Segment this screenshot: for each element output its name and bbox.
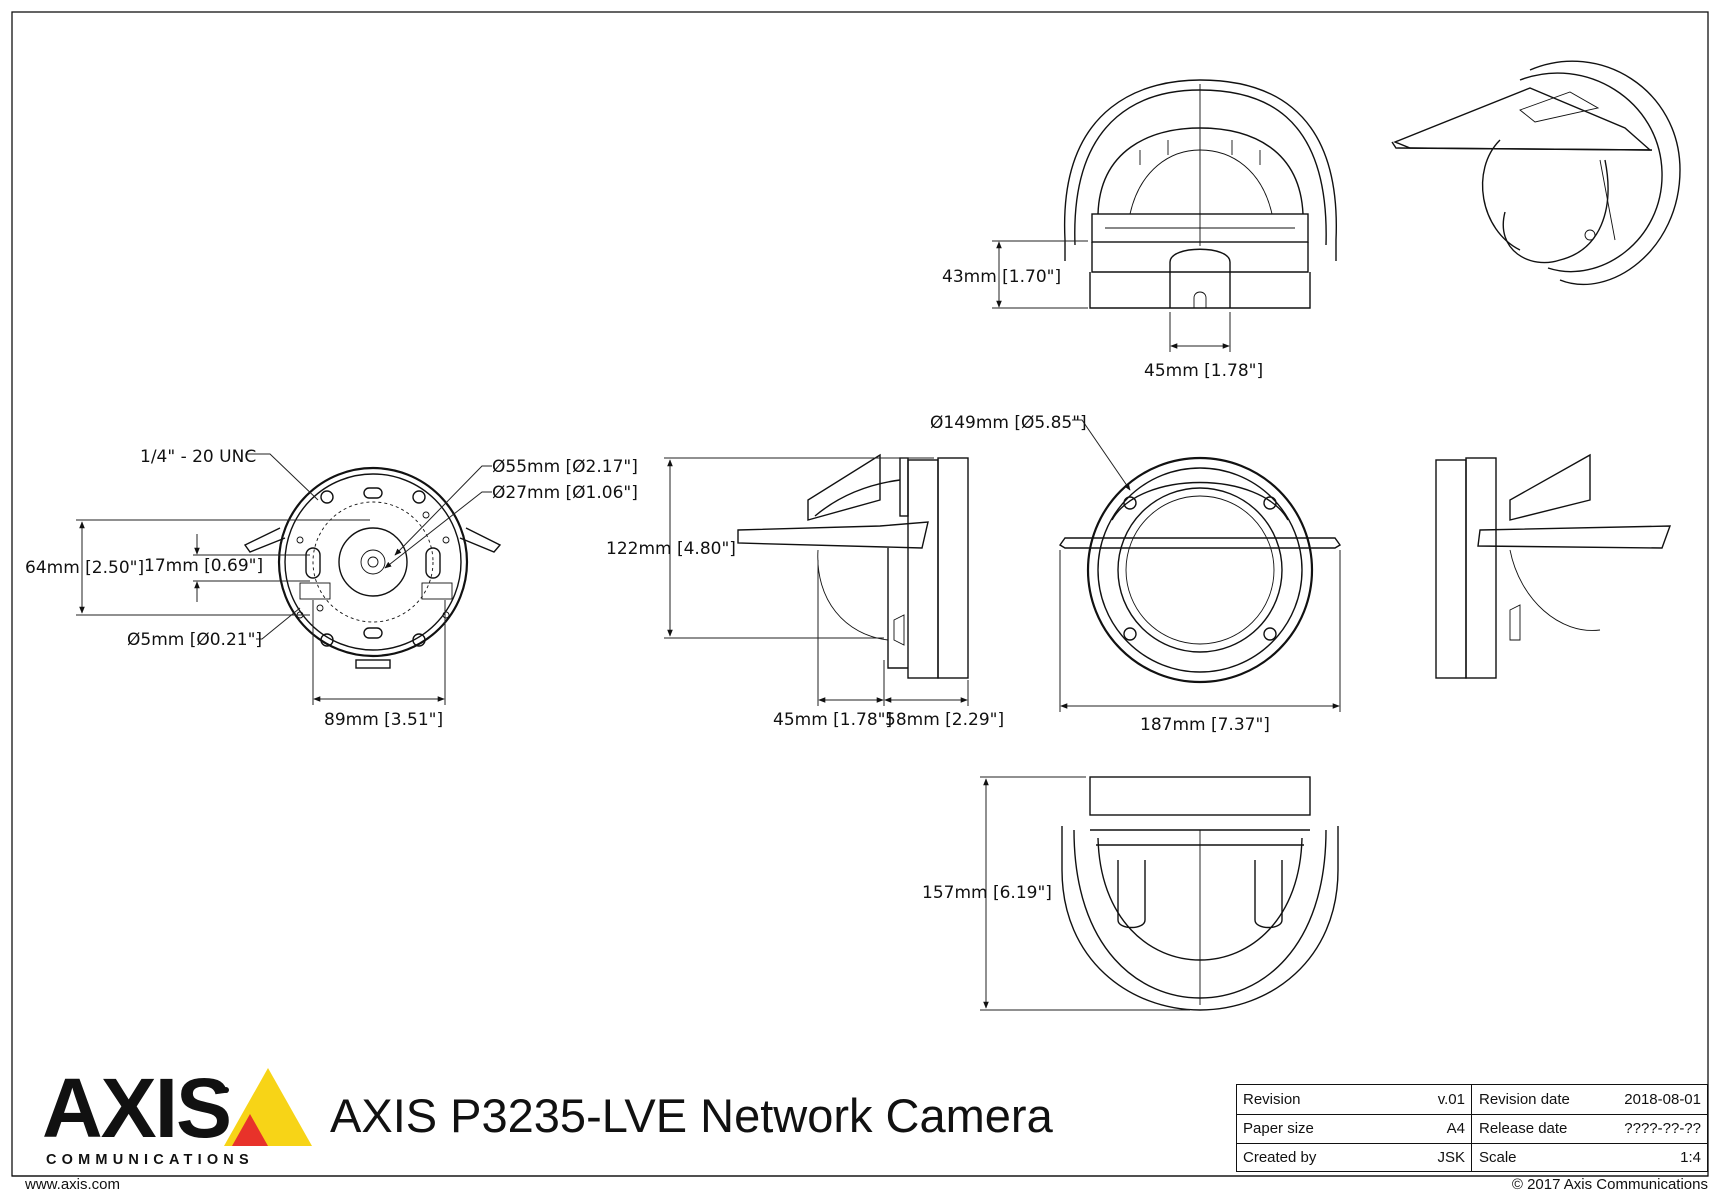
dim-mount-89: 89mm [3.51"] bbox=[324, 710, 443, 730]
label-release-date: Release date bbox=[1479, 1120, 1568, 1137]
mount-bottom-view bbox=[76, 453, 502, 705]
dim-mount-d27: Ø27mm [Ø1.06"] bbox=[492, 483, 638, 503]
side-view-right bbox=[1435, 453, 1672, 679]
side-view bbox=[664, 453, 969, 706]
value-scale: 1:4 bbox=[1680, 1149, 1701, 1166]
label-paper-size: Paper size bbox=[1243, 1120, 1314, 1137]
front-view bbox=[1058, 419, 1342, 712]
dim-side-45: 45mm [1.78"] bbox=[773, 710, 892, 730]
value-created-by: JSK bbox=[1437, 1149, 1465, 1166]
title-block-row: Revision v.01 Revision date 2018-08-01 bbox=[1237, 1085, 1707, 1114]
value-release-date: ????-??-?? bbox=[1624, 1120, 1701, 1137]
top-view bbox=[992, 79, 1337, 352]
logo-triangle-icon bbox=[223, 1068, 312, 1146]
website-link[interactable]: www.axis.com bbox=[25, 1176, 121, 1193]
dim-mount-d55: Ø55mm [Ø2.17"] bbox=[492, 457, 638, 477]
label-revision-date: Revision date bbox=[1479, 1091, 1570, 1108]
label-scale: Scale bbox=[1479, 1149, 1517, 1166]
title-block-row: Created by JSK Scale 1:4 bbox=[1237, 1143, 1707, 1172]
logo-subtitle: COMMUNICATIONS bbox=[46, 1152, 254, 1168]
dim-top-width: 45mm [1.78"] bbox=[1144, 361, 1263, 381]
value-paper-size: A4 bbox=[1446, 1120, 1465, 1137]
title-block: Revision v.01 Revision date 2018-08-01 P… bbox=[1236, 1084, 1708, 1172]
value-revision-date: 2018-08-01 bbox=[1624, 1091, 1701, 1108]
label-created-by: Created by bbox=[1243, 1149, 1317, 1166]
axis-logo: AXIS COMMUNICATIONS bbox=[42, 1061, 320, 1168]
dim-mount-64: 64mm [2.50"] bbox=[25, 558, 144, 578]
dim-side-58: 58mm [2.29"] bbox=[885, 710, 1004, 730]
dim-mount-17: 17mm [0.69"] bbox=[144, 556, 263, 576]
copyright: © 2017 Axis Communications bbox=[1511, 1176, 1708, 1193]
label-revision: Revision bbox=[1243, 1091, 1301, 1108]
dim-front-187: 187mm [7.37"] bbox=[1140, 715, 1270, 735]
product-title: AXIS P3235-LVE Network Camera bbox=[330, 1089, 1053, 1142]
logo-wordmark: AXIS bbox=[42, 1061, 232, 1155]
bottom-view bbox=[980, 776, 1339, 1011]
isometric-view bbox=[1391, 60, 1681, 286]
dim-mount-d5: Ø5mm [Ø0.21"] bbox=[127, 630, 262, 650]
value-revision: v.01 bbox=[1437, 1091, 1465, 1108]
dim-front-d149: Ø149mm [Ø5.85"] bbox=[930, 413, 1087, 433]
dim-mount-thread: 1/4" - 20 UNC bbox=[140, 447, 256, 467]
dim-top-height: 43mm [1.70"] bbox=[942, 267, 1061, 287]
sheet-border bbox=[11, 11, 1709, 1177]
dim-bottom-157: 157mm [6.19"] bbox=[922, 883, 1052, 903]
title-block-row: Paper size A4 Release date ????-??-?? bbox=[1237, 1114, 1707, 1143]
dim-side-122: 122mm [4.80"] bbox=[606, 539, 736, 559]
